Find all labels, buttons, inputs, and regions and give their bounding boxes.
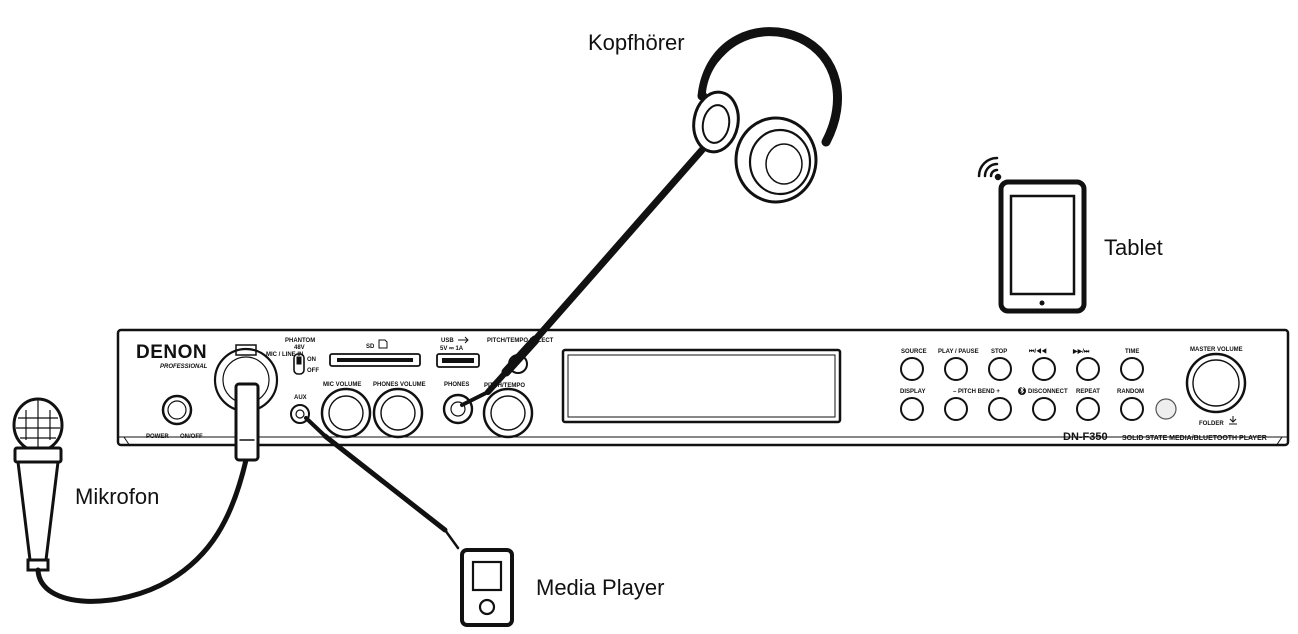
source-button[interactable] bbox=[900, 357, 924, 381]
power-on-off-label: ON/OFF bbox=[180, 434, 203, 440]
aux-cable bbox=[304, 416, 460, 550]
play-pause-button[interactable] bbox=[944, 357, 968, 381]
random-button[interactable] bbox=[1120, 397, 1144, 421]
microphone-callout: Mikrofon bbox=[75, 484, 160, 509]
random-label: RANDOM bbox=[1117, 389, 1144, 395]
phantom-label: PHANTOM bbox=[285, 338, 315, 344]
phones-volume-label: PHONES VOLUME bbox=[373, 382, 426, 388]
mic-volume-label: MIC VOLUME bbox=[323, 382, 361, 388]
disconnect-button[interactable] bbox=[1032, 397, 1056, 421]
repeat-button[interactable] bbox=[1076, 397, 1100, 421]
sd-card-icon bbox=[378, 339, 388, 349]
display-button[interactable] bbox=[900, 397, 924, 421]
next-track-label: ▶▶/⏭ bbox=[1072, 348, 1090, 355]
usb-label: USB bbox=[441, 338, 454, 344]
sd-label: SD bbox=[366, 344, 375, 350]
microphone-icon bbox=[12, 397, 64, 572]
headphone-cable bbox=[460, 146, 706, 407]
wireless-signal-icon bbox=[977, 156, 1002, 181]
pitch-tempo-label: PITCH/TEMPO bbox=[484, 383, 525, 389]
lcd-display bbox=[561, 348, 842, 424]
phones-output-jack[interactable] bbox=[442, 393, 474, 425]
folder-icon bbox=[1229, 416, 1237, 425]
tablet-icon bbox=[998, 179, 1087, 314]
pitch-tempo-knob[interactable] bbox=[482, 387, 534, 439]
phantom-power-switch[interactable] bbox=[293, 353, 305, 375]
microphone-cable bbox=[35, 382, 260, 604]
media-player-callout: Media Player bbox=[536, 575, 665, 600]
repeat-label: REPEAT bbox=[1076, 389, 1100, 395]
model-name: DN-F350 bbox=[1063, 431, 1108, 443]
phones-label: PHONES bbox=[444, 382, 469, 388]
bluetooth-icon bbox=[1018, 386, 1026, 395]
usb-port[interactable] bbox=[436, 353, 480, 368]
brand-logo: DENON bbox=[136, 342, 207, 363]
phantom-voltage-label: 48V bbox=[294, 345, 305, 351]
source-label: SOURCE bbox=[901, 349, 927, 355]
disconnect-label: DISCONNECT bbox=[1028, 389, 1068, 395]
time-button[interactable] bbox=[1120, 357, 1144, 381]
media-player-icon bbox=[460, 548, 514, 627]
phantom-off-label: OFF bbox=[307, 368, 319, 374]
mic-volume-knob[interactable] bbox=[320, 387, 372, 439]
model-description: SOLID STATE MEDIA/BLUETOOTH PLAYER bbox=[1122, 435, 1267, 442]
power-label: POWER bbox=[146, 434, 169, 440]
stop-label: STOP bbox=[991, 349, 1007, 355]
aux-input-jack[interactable] bbox=[290, 404, 310, 424]
brand-subtitle: PROFESSIONAL bbox=[160, 364, 208, 370]
ir-sensor bbox=[1155, 398, 1177, 420]
prev-track-label: ⏮/◀◀ bbox=[1029, 348, 1047, 355]
mic-line-in-label: MIC / LINE IN bbox=[266, 352, 303, 358]
pitch-select-label: PITCH/TEMPO SELECT bbox=[487, 338, 554, 344]
pitch-bend-label: – PITCH BEND + bbox=[953, 389, 1000, 395]
aux-label: AUX bbox=[294, 395, 307, 401]
phantom-on-label: ON bbox=[307, 357, 316, 363]
phones-volume-knob[interactable] bbox=[372, 387, 424, 439]
power-button[interactable] bbox=[161, 394, 193, 426]
prev-track-button[interactable] bbox=[1032, 357, 1056, 381]
headphones-callout: Kopfhörer bbox=[588, 30, 685, 55]
next-track-button[interactable] bbox=[1076, 357, 1100, 381]
usb-icon bbox=[458, 336, 469, 344]
master-volume-knob[interactable] bbox=[1185, 352, 1247, 414]
headphones bbox=[692, 27, 842, 204]
pitch-bend-plus-button[interactable] bbox=[988, 397, 1012, 421]
sd-card-slot[interactable] bbox=[329, 353, 421, 367]
display-label: DISPLAY bbox=[900, 389, 925, 395]
tablet-callout: Tablet bbox=[1104, 235, 1163, 260]
folder-label: FOLDER bbox=[1199, 421, 1224, 427]
play-pause-label: PLAY / PAUSE bbox=[938, 349, 979, 355]
pitch-bend-minus-button[interactable] bbox=[944, 397, 968, 421]
dn-f350-front-panel bbox=[116, 328, 1290, 447]
master-volume-label: MASTER VOLUME bbox=[1190, 347, 1243, 353]
stop-button[interactable] bbox=[988, 357, 1012, 381]
usb-rating-label: 5V ⎓ 1A bbox=[440, 346, 464, 352]
time-label: TIME bbox=[1125, 349, 1139, 355]
